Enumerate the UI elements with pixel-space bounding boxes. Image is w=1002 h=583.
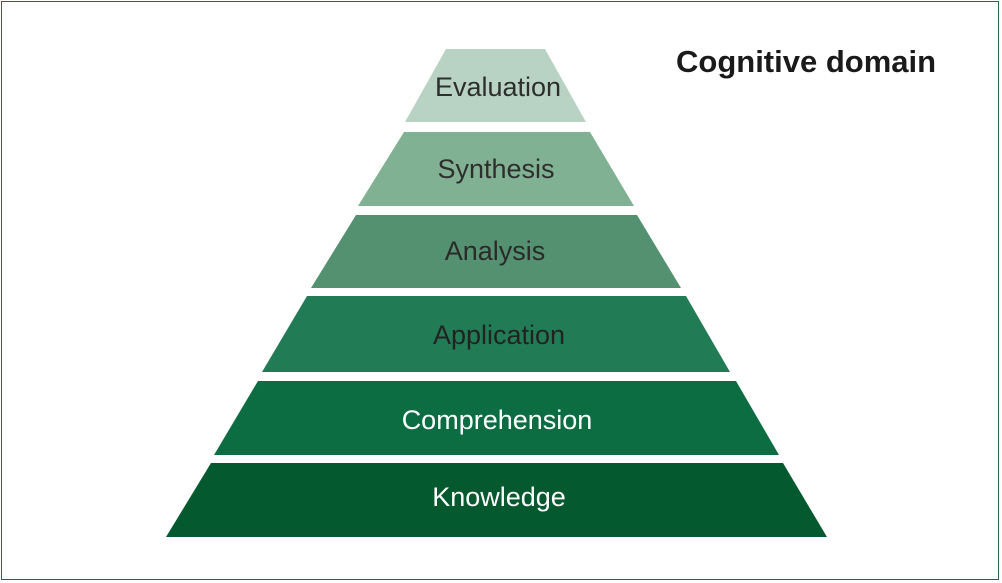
level-label-evaluation: Evaluation	[435, 72, 561, 102]
pyramid-band-evaluation	[405, 49, 586, 122]
pyramid-band-synthesis	[358, 132, 634, 206]
pyramid-band-comprehension	[214, 381, 779, 455]
level-label-synthesis: Synthesis	[437, 154, 554, 184]
level-label-comprehension: Comprehension	[402, 405, 593, 435]
pyramid-level-knowledge: Knowledge	[166, 463, 827, 537]
level-label-analysis: Analysis	[445, 236, 546, 266]
diagram-title: Cognitive domain	[676, 44, 937, 79]
pyramid-band-knowledge	[166, 463, 827, 537]
pyramid-band-analysis	[311, 215, 681, 288]
pyramid-level-comprehension: Comprehension	[214, 381, 779, 455]
pyramid-level-analysis: Analysis	[311, 215, 681, 288]
pyramid-level-application: Application	[262, 296, 730, 372]
pyramid-band-application	[262, 296, 730, 372]
level-label-application: Application	[433, 320, 565, 350]
level-label-knowledge: Knowledge	[432, 482, 566, 512]
pyramid-level-evaluation: Evaluation	[405, 49, 586, 122]
pyramid-level-synthesis: Synthesis	[358, 132, 634, 206]
